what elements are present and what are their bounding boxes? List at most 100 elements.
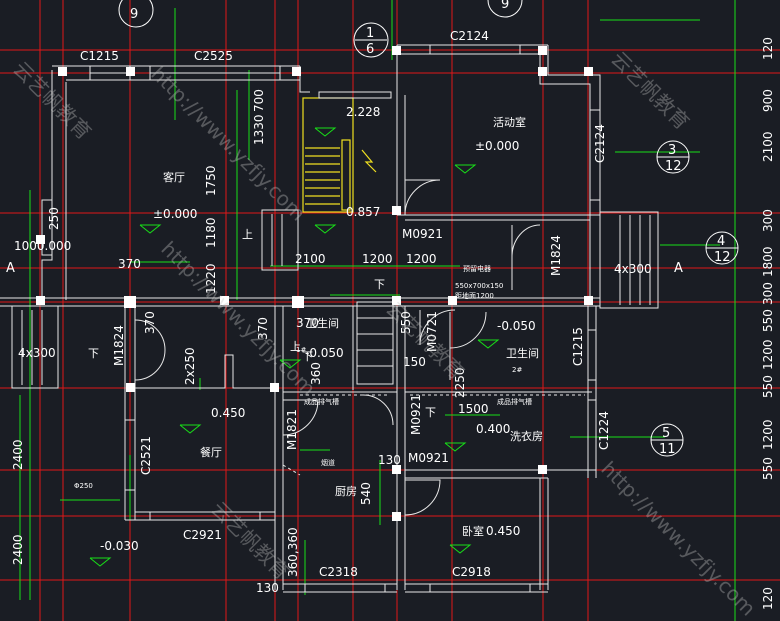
right-dim-11: 120 [761, 587, 775, 610]
window-c2124-right [589, 109, 601, 201]
right-dim-5: 300 [761, 282, 775, 305]
door-swing-bath2 [449, 311, 487, 380]
dim-phi250: Φ250 [74, 482, 93, 490]
elev-bath2: -0.050 [497, 319, 536, 333]
door-swing-m0921-c [404, 479, 441, 516]
right-dim-2: 2100 [761, 131, 775, 162]
elev-tri [139, 224, 162, 234]
bubble-top-left: 9 [130, 7, 138, 22]
stair-handrail [341, 139, 351, 211]
elev-south: -0.030 [100, 539, 139, 553]
column [538, 465, 547, 474]
elev-tri [314, 224, 337, 234]
axis-bubble [118, 0, 154, 28]
room-dining: 餐厅 [200, 445, 222, 459]
right-dim-0: 120 [761, 37, 775, 60]
column [292, 67, 301, 76]
right-dim-6: 550 [761, 309, 775, 332]
dim-130-a: 130 [378, 453, 401, 467]
axis-3-bot: 12 [665, 159, 682, 174]
column [392, 512, 401, 521]
label-m0921-b: M0921 [409, 394, 423, 435]
dim-2400-b: 2400 [11, 534, 25, 565]
dim-1750: 1750 [204, 165, 218, 196]
window-c2124-top [429, 44, 521, 55]
window-c2521 [124, 419, 136, 491]
label-exhaust-1: 成品排气槽 [304, 397, 339, 406]
label-m0921-a: M0921 [402, 227, 443, 241]
axis-5-bot: 11 [659, 442, 676, 457]
elev-bedroom: 0.450 [486, 524, 520, 538]
windows [41, 44, 601, 593]
right-dim-8: 550 [761, 375, 775, 398]
dim-370-c: 370 [256, 317, 270, 340]
hidden-lines [282, 394, 585, 476]
column [538, 67, 547, 76]
right-dim-9: 1200 [761, 419, 775, 450]
wall [261, 209, 299, 271]
elev-tri [444, 442, 467, 452]
column [270, 383, 279, 392]
window-stair [318, 91, 392, 99]
wall [539, 54, 591, 300]
column [126, 383, 135, 392]
label-c2921: C2921 [183, 528, 222, 542]
wall [135, 354, 275, 389]
column [36, 235, 45, 244]
label-c1215-right: C1215 [571, 327, 585, 366]
dim-700: 700 [252, 89, 266, 112]
elev-tri [477, 339, 500, 349]
wall [41, 70, 53, 300]
elev-bath1: -0.050 [305, 346, 344, 360]
column [58, 67, 67, 76]
wall [599, 211, 659, 309]
wall [356, 301, 394, 385]
column [392, 465, 401, 474]
label-bath2-tag: 2# [512, 366, 522, 374]
dim-1200-a: 1200 [362, 252, 393, 266]
dim-2100: 2100 [295, 252, 326, 266]
bubble-1-top: 1 [366, 26, 374, 41]
right-dim-4: 1800 [761, 246, 775, 277]
column [448, 296, 457, 305]
room-laundry: 洗衣房 [510, 429, 543, 443]
door-swing-m1824-right [511, 224, 541, 290]
label-c1215-top: C1215 [80, 49, 119, 63]
room-bath1: 卫生间 [306, 316, 339, 330]
elev-tri [454, 164, 477, 174]
axis-5-top: 5 [662, 426, 670, 441]
dim-150: 150 [403, 355, 426, 369]
label-c1224: C1224 [597, 411, 611, 450]
elev-tri [449, 544, 472, 554]
window-c2918 [429, 583, 531, 593]
elevation-markers [89, 127, 500, 567]
dim-370-b: 370 [143, 311, 157, 334]
watermark-url-1: http://www.yzfjy.com [146, 62, 310, 226]
elev-west: 1000.000 [14, 239, 71, 253]
room-bedroom: 卧室 [462, 524, 484, 538]
right-dim-3: 300 [761, 209, 775, 232]
window-west [41, 199, 53, 256]
room-activity: 活动室 [493, 115, 526, 129]
dim-370-a: 370 [118, 257, 141, 271]
column [292, 296, 304, 308]
elev-tri [314, 127, 337, 137]
label-heater-height: 距地面1200 [455, 291, 494, 300]
label-down-3: 下 [425, 406, 436, 419]
right-dim-10: 550 [761, 457, 775, 480]
column [392, 296, 401, 305]
label-down-4: 下 [302, 350, 313, 363]
column [36, 296, 45, 305]
dim-4x300-l: 4x300 [18, 346, 56, 360]
column [124, 296, 136, 308]
axis-3-top: 3 [668, 143, 676, 158]
label-m1824-left: M1824 [112, 325, 126, 366]
dim-250: 250 [47, 207, 61, 230]
label-m0921-c: M0921 [408, 451, 449, 465]
label-m1824-right: M1824 [549, 235, 563, 276]
label-c2521: C2521 [139, 436, 153, 475]
wall [299, 66, 310, 93]
dim-540: 540 [359, 482, 373, 505]
